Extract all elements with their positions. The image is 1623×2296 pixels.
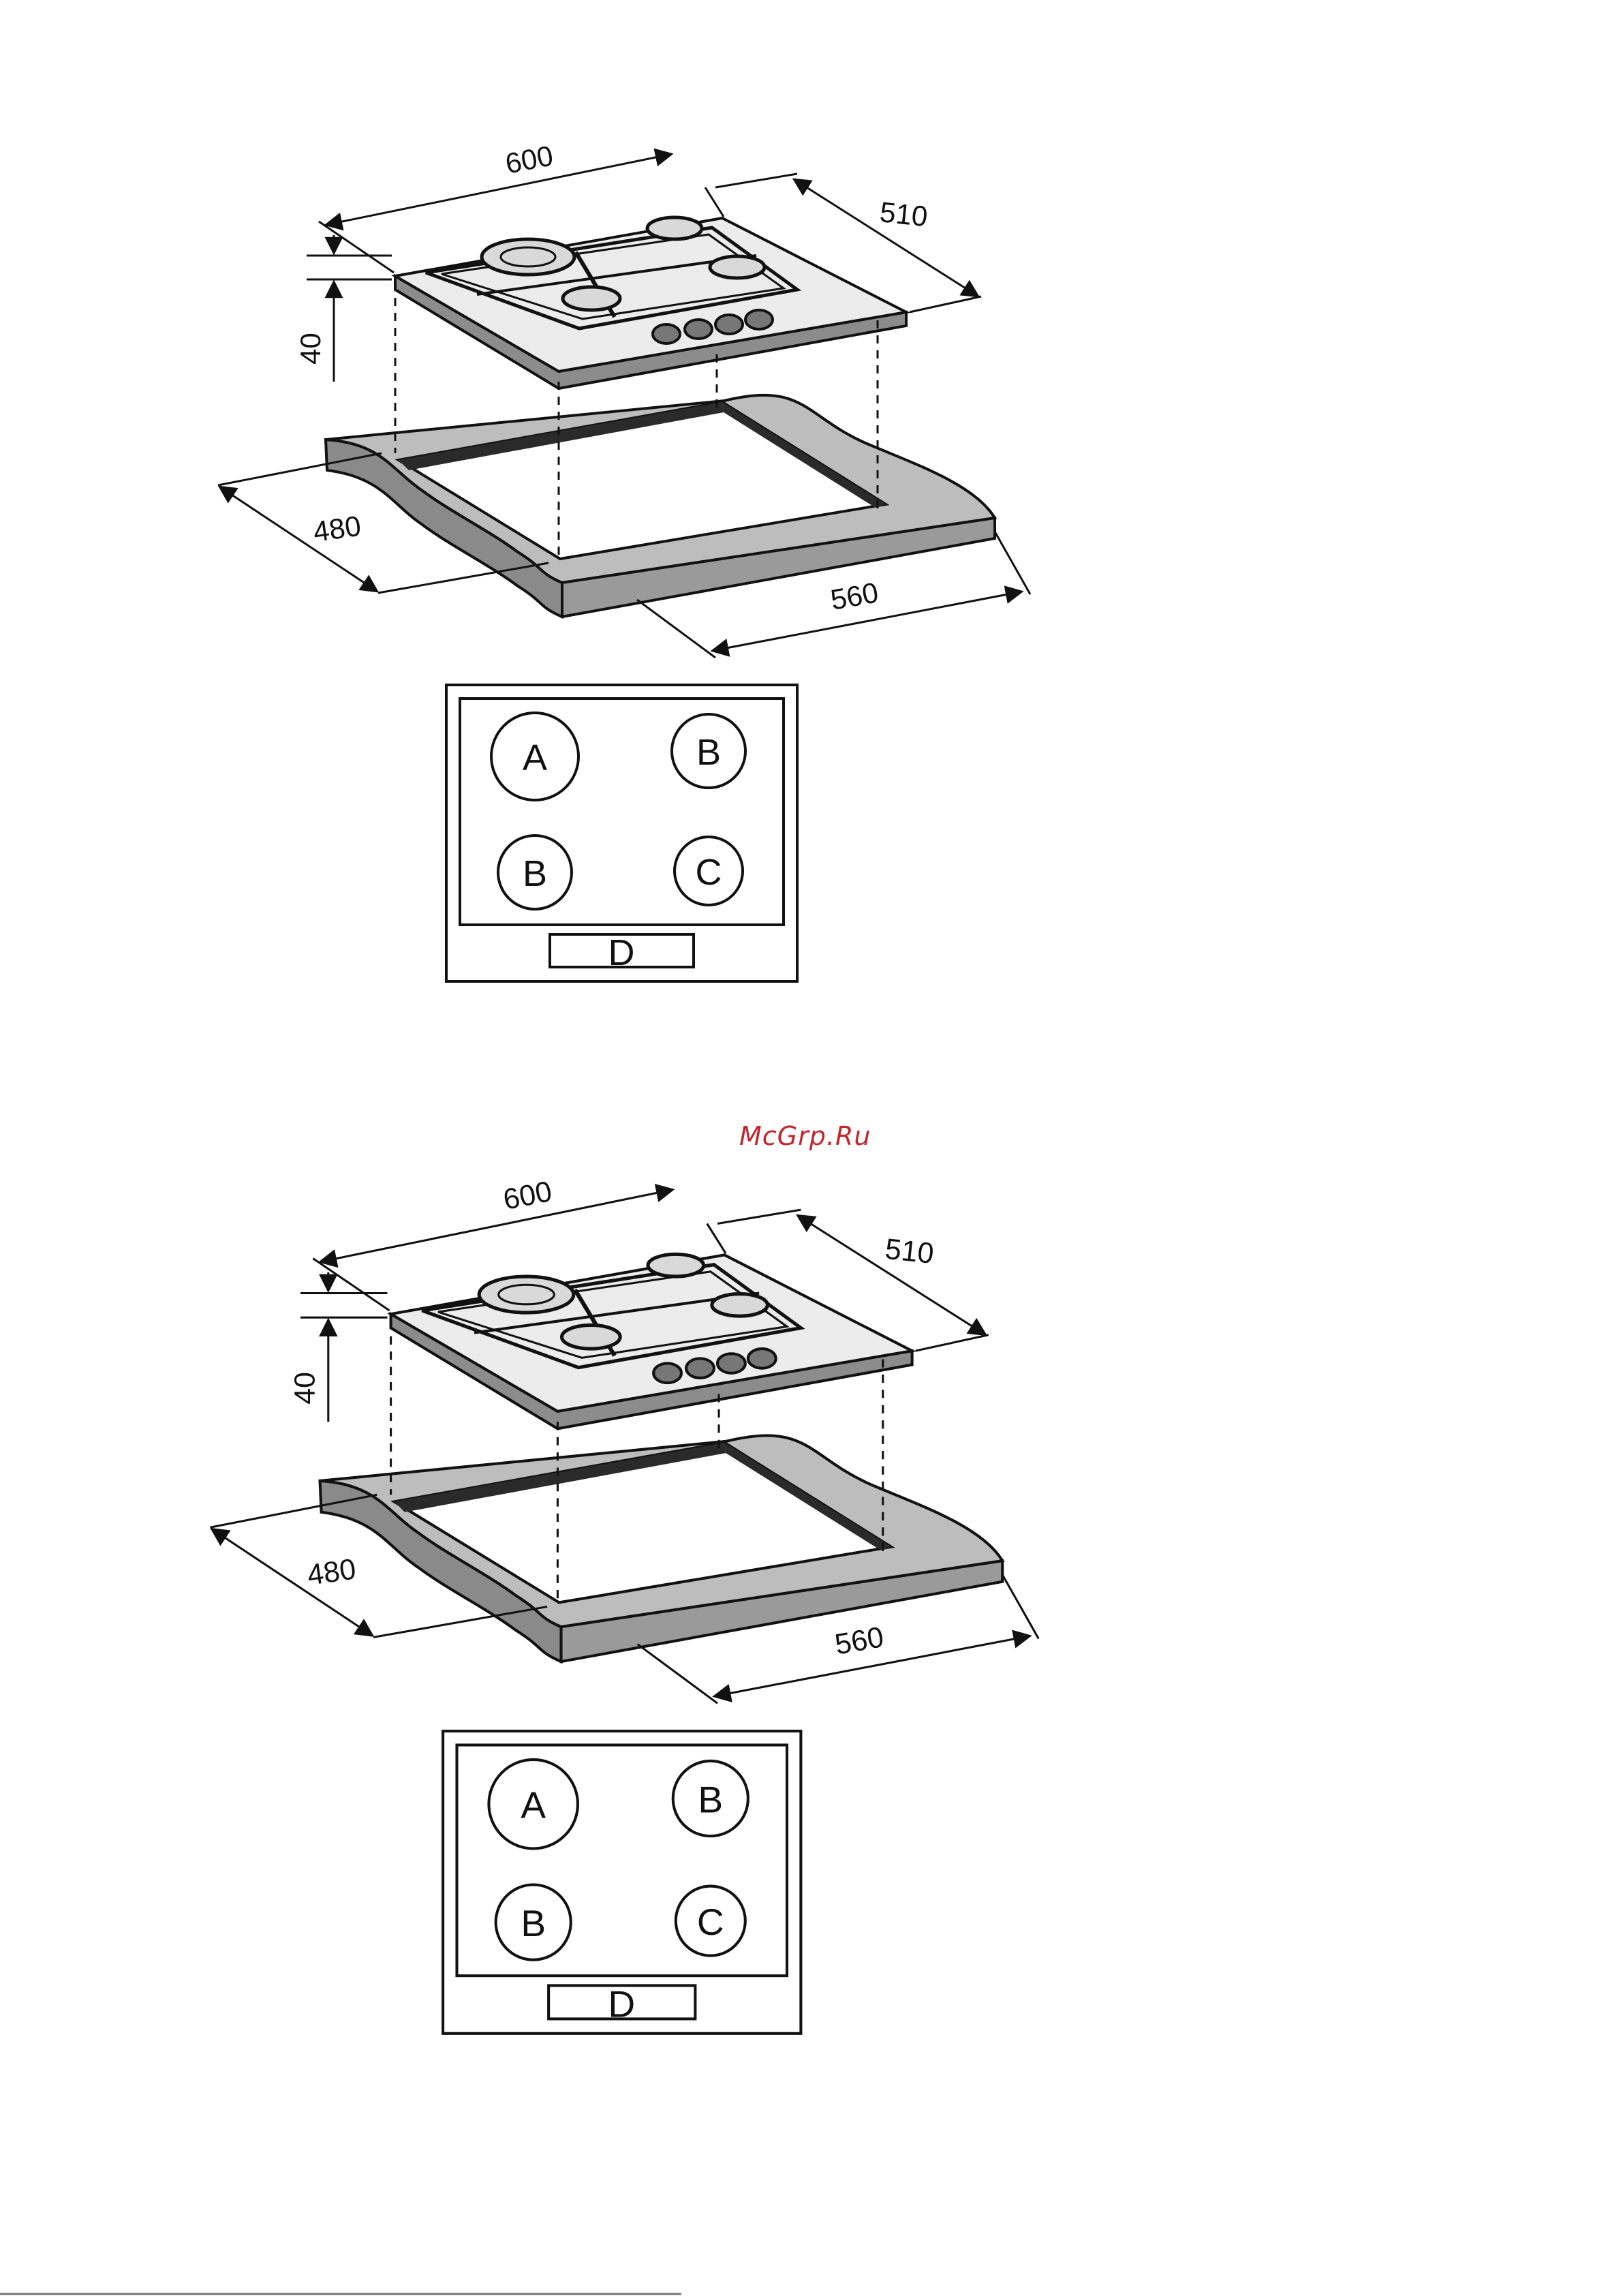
dim-depth: 510	[884, 1233, 936, 1270]
dim-cutout-width: 560	[833, 1621, 886, 1662]
burner-b-bottom-label: B	[523, 853, 547, 894]
figure-bottom: 600 510 40 480 560 A B B C D	[210, 1175, 1038, 2034]
burner-b-top-label: B	[698, 1778, 723, 1820]
burner-a-label: A	[521, 1784, 546, 1826]
dim-cutout-depth: 480	[311, 510, 363, 548]
burner-c-label: C	[696, 852, 722, 893]
dim-height: 40	[294, 333, 326, 365]
dim-depth: 510	[878, 196, 929, 232]
dim-height: 40	[288, 1372, 321, 1405]
burner-b-top-label: B	[696, 732, 721, 773]
control-panel-label: D	[608, 1983, 635, 2025]
dim-width: 600	[501, 1175, 555, 1216]
control-panel-label: D	[608, 932, 635, 973]
figure-top: 600 510 40 480 560 A B B C D	[218, 139, 1030, 981]
dim-width: 600	[503, 139, 556, 180]
installation-diagram-bottom	[210, 1190, 1038, 2034]
burner-b-bottom-label: B	[521, 1902, 546, 1944]
installation-diagram-top	[218, 154, 1030, 981]
burner-a-label: A	[523, 737, 547, 778]
watermark-text: McGrp.Ru	[739, 1121, 871, 1151]
dim-cutout-width: 560	[828, 576, 880, 615]
dim-cutout-depth: 480	[305, 1552, 358, 1591]
burner-c-label: C	[697, 1901, 724, 1943]
